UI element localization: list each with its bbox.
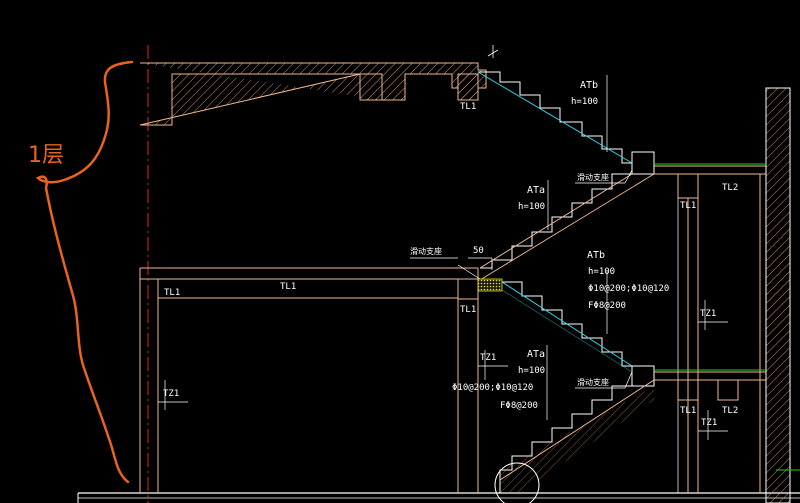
sliding-support-label-upper: 滑动支座 <box>577 172 609 182</box>
flight-upper-left-height: h=100 <box>518 202 545 212</box>
upper-landing-frame <box>654 165 766 493</box>
sliding-support-pad <box>477 278 503 292</box>
flight-lower-rebar-top: Φ10@200;Φ10@120 <box>452 383 533 393</box>
column-label-tz1-left: TZ1 <box>163 389 179 399</box>
beam-label-tl1-mid-slab: TL1 <box>280 282 296 292</box>
column-label-tz1-mid: TZ1 <box>480 353 496 363</box>
floor-label-handwritten: 1层 <box>28 143 64 168</box>
flight-lower-name: ATa <box>527 349 545 360</box>
ground-line <box>77 492 800 503</box>
lower-landing-frame <box>654 371 766 401</box>
beam-label-tl2-upper: TL2 <box>722 183 738 193</box>
flight-upper-right-height: h=100 <box>571 97 598 107</box>
beam-label-tl1-top: TL1 <box>460 102 476 112</box>
right-wall <box>765 87 791 503</box>
hand-drawn-bracket <box>35 60 134 484</box>
flight-middle-right <box>501 281 766 387</box>
flight-upper-right <box>477 71 766 175</box>
flight-upper-right-name: ATb <box>580 80 598 91</box>
flight-middle-right-height: h=100 <box>588 267 615 277</box>
detail-callout-circle <box>494 462 540 503</box>
beam-label-tl1-mid-right: TL1 <box>460 305 476 315</box>
sliding-support-label-lower: 滑动支座 <box>577 377 609 387</box>
flight-upper-left-name: ATa <box>527 185 545 196</box>
beam-label-tl1-left: TL1 <box>164 288 180 298</box>
flight-lower <box>494 379 655 503</box>
flight-middle-right-rebar-dist: FΦ8@200 <box>588 301 626 311</box>
middle-landing-slab <box>139 267 479 493</box>
flight-middle-right-rebar-top: Φ10@200;Φ10@120 <box>588 284 669 294</box>
sliding-support-label-middle: 滑动支座 <box>410 246 442 256</box>
flight-lower-height: h=100 <box>518 366 545 376</box>
column-label-tz1-right: TZ1 <box>700 309 716 319</box>
upper-floor-slab <box>139 62 487 126</box>
flight-upper-left <box>479 173 655 281</box>
flight-middle-right-name: ATb <box>587 250 605 261</box>
beam-label-tl1-right-upper: TL1 <box>680 201 696 211</box>
beam-label-tl2-lower: TL2 <box>722 406 738 416</box>
column-label-tz1-right-lower: TZ1 <box>701 418 717 428</box>
dimension-50: 50 <box>473 246 484 256</box>
flight-lower-rebar-dist: FΦ8@200 <box>500 401 538 411</box>
sliding-support-leader-mid <box>457 264 481 280</box>
beam-label-tl1-right-lower: TL1 <box>680 406 696 416</box>
